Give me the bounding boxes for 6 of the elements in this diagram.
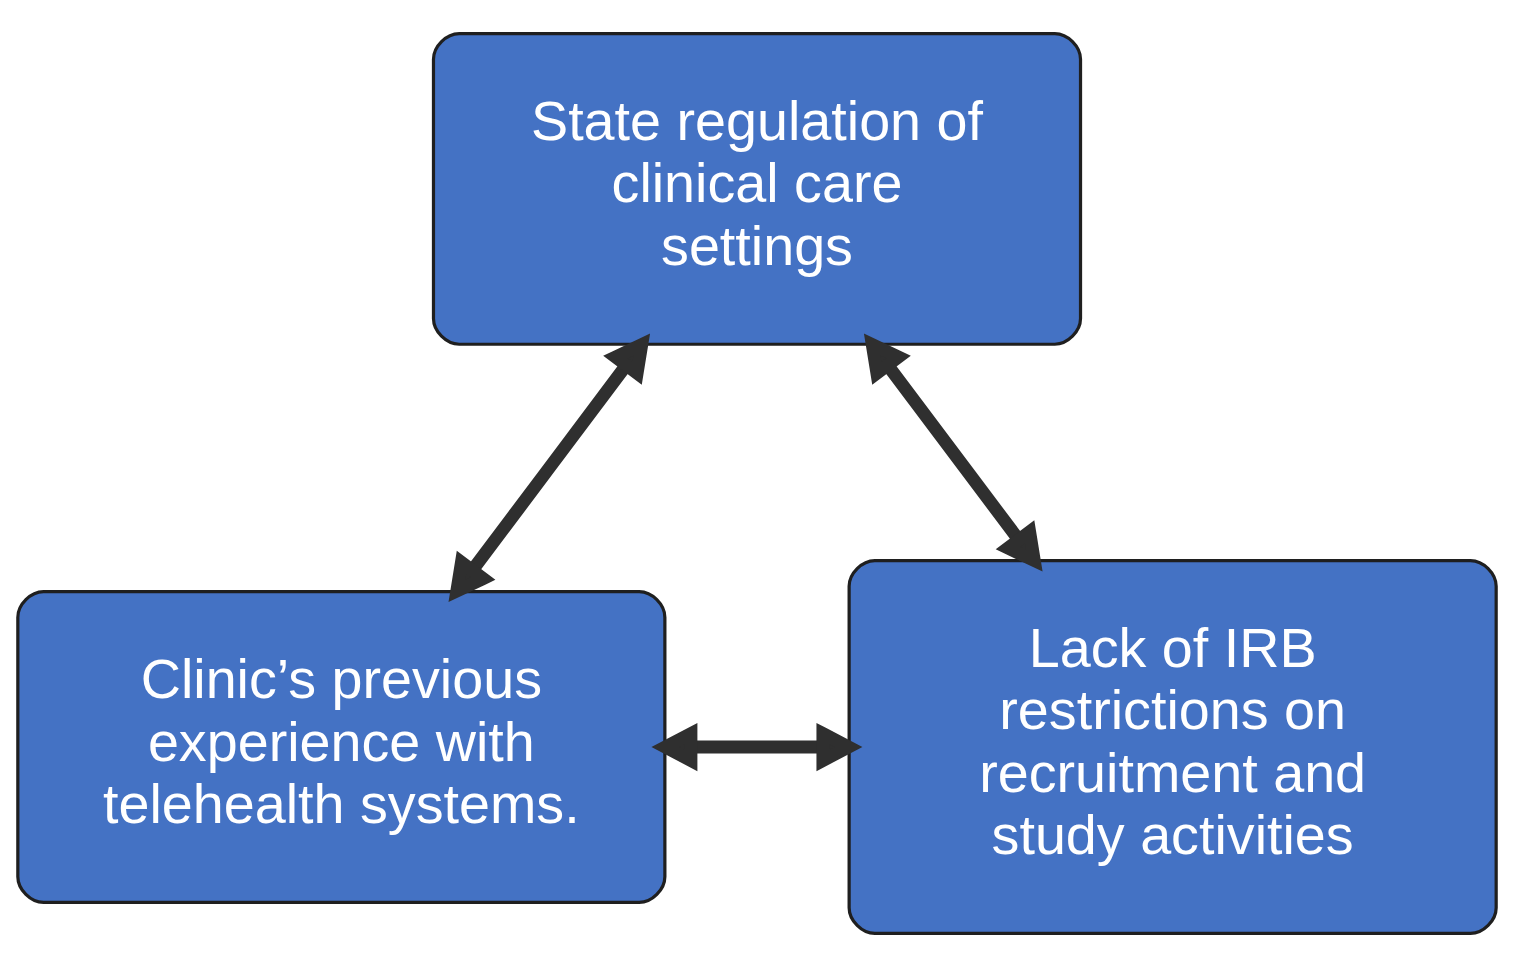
arrow	[863, 333, 1043, 572]
arrow	[448, 333, 650, 602]
node-box: Clinic’s previous experience with telehealth systems.	[15, 589, 666, 904]
node-box: State regulation of clinical care settings	[431, 31, 1082, 346]
node-box: Lack of IRB restrictions on recruitment and study activities	[847, 558, 1498, 935]
arrow	[650, 722, 862, 771]
